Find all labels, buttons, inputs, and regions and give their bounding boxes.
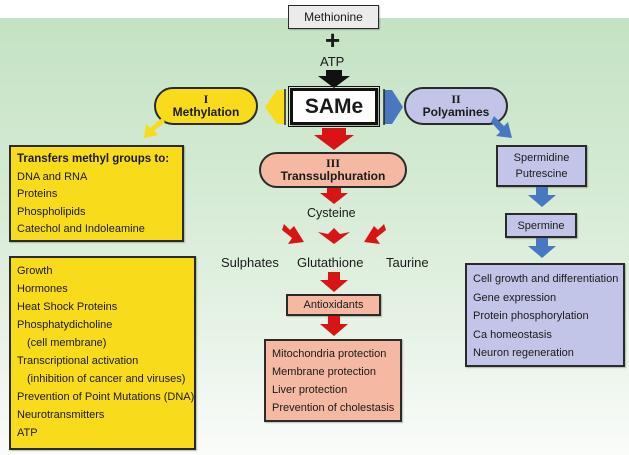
- methylation-effect-item: Prevention of Point Mutations (DNA): [17, 391, 195, 403]
- antioxidants-label: Antioxidants: [303, 299, 364, 311]
- sulphates-label: Sulphates: [221, 255, 279, 270]
- spermidine-putrescine-box: Spermidine Putrescine: [496, 145, 587, 187]
- spermine-arrow-icon: [528, 187, 556, 207]
- methylation-effect-item: Phosphatydicholine: [17, 319, 113, 331]
- protection-item: Membrane protection: [272, 366, 376, 378]
- polyamine-effect-item: Ca homeostasis: [473, 328, 552, 341]
- taurine-label: Taurine: [386, 255, 429, 270]
- same-label: SAMe: [304, 94, 364, 118]
- transsulphuration-numeral: III: [325, 156, 340, 170]
- spermine-box: Spermine: [505, 213, 577, 238]
- polyamines-pill: II Polyamines: [404, 87, 508, 125]
- methylation-effect-item: Transcriptional activation: [17, 355, 139, 367]
- cysteine-arrow-icon: [320, 188, 348, 204]
- polyamine-effects-arrow-icon: [528, 238, 556, 258]
- methyl-transfer-item: DNA and RNA: [17, 170, 88, 183]
- protection-item: Mitochondria protection: [272, 348, 387, 360]
- transsulphuration-title: Transsulphuration: [280, 169, 386, 183]
- transsulphuration-arrow-icon: [314, 128, 354, 150]
- protection-item: Prevention of cholestasis: [272, 402, 395, 414]
- methyl-transfer-heading: Transfers methyl groups to:: [17, 153, 170, 165]
- methylation-title: Methylation: [172, 105, 240, 119]
- methylation-arrow-icon: [265, 89, 286, 125]
- methyl-transfer-item: Catechol and Indoleamine: [17, 223, 145, 236]
- protection-item: Liver protection: [272, 384, 348, 396]
- transsulphuration-pill: III Transsulphuration: [259, 152, 407, 188]
- polyamines-arrow-icon: [383, 89, 403, 125]
- methylation-effect-item: ATP: [17, 427, 38, 439]
- methylation-numeral: I: [203, 92, 209, 106]
- methylation-effect-item: Hormones: [17, 283, 68, 295]
- methylation-pill: I Methylation: [154, 87, 258, 125]
- cysteine-label: Cysteine: [307, 206, 356, 220]
- methyl-transfer-item: Proteins: [17, 188, 58, 201]
- methyl-transfer-box: Transfers methyl groups to: DNA and RNA …: [9, 145, 184, 242]
- methylation-effect-item: Growth: [17, 265, 53, 277]
- polyamine-effect-item: Protein phosphorylation: [473, 310, 589, 322]
- polyamine-effect-item: Gene expression: [473, 291, 557, 304]
- antioxidants-box: Antioxidants: [286, 294, 381, 316]
- polyamines-numeral: II: [451, 92, 461, 106]
- methylation-effect-item: Neurotransmitters: [17, 409, 105, 421]
- plus-sign: +: [325, 25, 341, 55]
- methylation-effect-item: Heat Shock Proteins: [17, 301, 118, 313]
- methylation-effect-item: (cell membrane): [27, 337, 107, 349]
- polyamines-down-arrow-icon: [491, 116, 512, 138]
- glutathione-arrow-icon: [318, 228, 350, 244]
- putrescine-label: Putrescine: [515, 168, 568, 180]
- spermidine-label: Spermidine: [513, 152, 570, 164]
- protection-arrow-icon: [320, 316, 348, 336]
- sulphates-arrow-icon: [282, 224, 304, 244]
- polyamines-title: Polyamines: [422, 105, 490, 119]
- atp-label: ATP: [320, 54, 345, 69]
- antioxidants-arrow-icon: [320, 272, 348, 292]
- same-box: SAMe: [288, 86, 380, 127]
- glutathione-label: Glutathione: [297, 255, 364, 270]
- taurine-arrow-icon: [364, 224, 386, 244]
- atp-arrow-icon: [318, 70, 350, 88]
- polyamine-effect-item: Neuron regeneration: [473, 347, 574, 359]
- methionine-box: Methionine: [288, 5, 379, 29]
- methyl-transfer-item: Phospholipids: [17, 205, 86, 218]
- transsulphuration-effects-box: Mitochondria protection Membrane protect…: [264, 339, 402, 422]
- polyamine-effect-item: Cell growth and differentiation: [473, 273, 619, 285]
- methylation-down-arrow-icon: [144, 118, 165, 138]
- methionine-label: Methionine: [304, 10, 363, 24]
- methylation-effect-item: (inhibition of cancer and viruses): [27, 373, 186, 385]
- polyamines-effects-box: Cell growth and differentiation Gene exp…: [465, 263, 625, 367]
- spermine-label: Spermine: [517, 219, 565, 232]
